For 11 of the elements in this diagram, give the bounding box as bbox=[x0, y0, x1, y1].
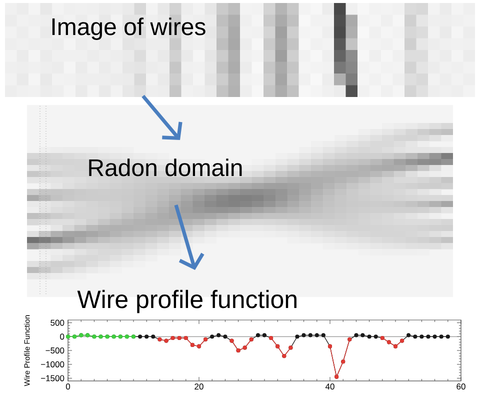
panel-title: Radon domain bbox=[89, 158, 242, 176]
x-tick-label: 60 bbox=[456, 384, 466, 390]
panel-title: Image of wires bbox=[52, 18, 206, 40]
y-tick-label: 500 bbox=[50, 320, 64, 326]
x-tick-label: 40 bbox=[325, 384, 334, 390]
y-tick-label: −500 bbox=[46, 347, 64, 354]
y-tick-label: −1000 bbox=[41, 361, 64, 368]
x-tick-label: 0 bbox=[66, 384, 70, 390]
x-tick-label: 20 bbox=[194, 384, 204, 390]
y-tick-label: 0 bbox=[60, 334, 64, 340]
y-tick-label: −1500 bbox=[41, 375, 64, 382]
